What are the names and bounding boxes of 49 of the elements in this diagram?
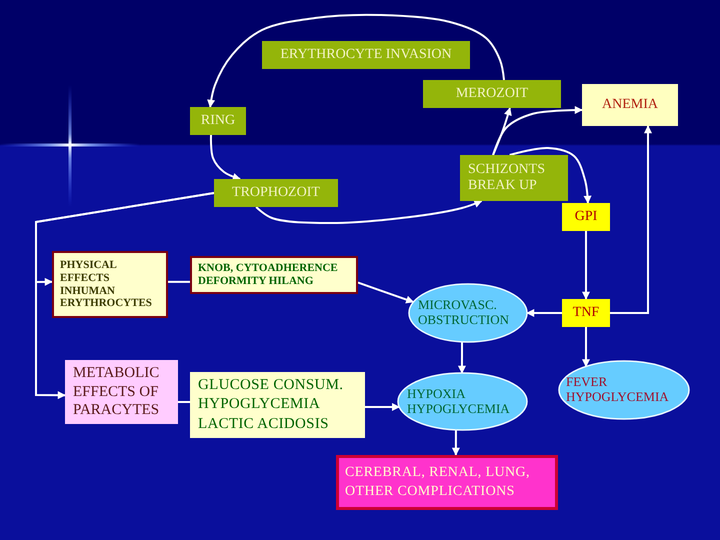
node-text: ERYTHROCYTE INVASION [279,46,453,64]
step-box [262,41,470,69]
arrow [210,134,241,181]
arrow [509,147,592,204]
connector-line [178,400,190,403]
process-box [190,372,365,438]
arrow [610,125,652,314]
process-box [562,299,610,327]
node-text: GLUCOSE CONSUM. HYPOGLYCEMIA LACTIC ACIDOSIS [198,376,344,434]
connector-line [168,280,190,283]
arrow [526,309,562,317]
process-box [52,251,168,318]
arrow [255,200,482,224]
process-box [65,360,178,424]
process-box [190,107,246,135]
node-text: TNF [572,304,600,322]
arrow [365,402,400,411]
arrow [582,327,590,368]
process-box [582,84,678,126]
process-box [423,80,561,108]
arrow [35,192,214,400]
node-text: GPI [574,208,598,226]
node-text: MICROVASC. OBSTRUCTION [418,298,510,328]
process-ellipse [408,283,528,343]
node-text: HYPOXIA HYPOGLYCEMIA [407,386,511,416]
arrow [207,14,505,108]
process-box [460,155,568,201]
node-text: ANEMIA [601,96,659,114]
node-text: CEREBRAL, RENAL, LUNG, OTHER COMPLICATIONS [345,464,531,500]
arrow [492,107,512,156]
arrow [452,430,460,456]
node-text: SCHIZONTS BREAK UP [468,162,546,194]
node-text: KNOB, CYTOADHERENCE DEFORMITY HILANG [198,262,339,288]
process-ellipse [397,372,528,431]
node-text: MEROZOIT [454,86,530,102]
process-box [562,203,610,231]
node-text: FEVER HYPOGLYCEMIA [566,375,670,405]
node-text: RING [200,112,236,130]
arrow [358,282,414,304]
process-box [214,179,338,207]
node-text: TROPHOZOIT [231,184,321,202]
node-text: METABOLIC EFFECTS OF PARACYTES [73,364,160,420]
arrow [458,342,466,374]
process-ellipse [558,360,690,420]
outcome-box [336,455,558,510]
arrow [582,231,590,300]
process-box [190,256,358,294]
arrow [492,106,583,156]
node-text: PHYSICAL EFFECTS INHUMAN ERYTHROCYTES [60,259,153,310]
